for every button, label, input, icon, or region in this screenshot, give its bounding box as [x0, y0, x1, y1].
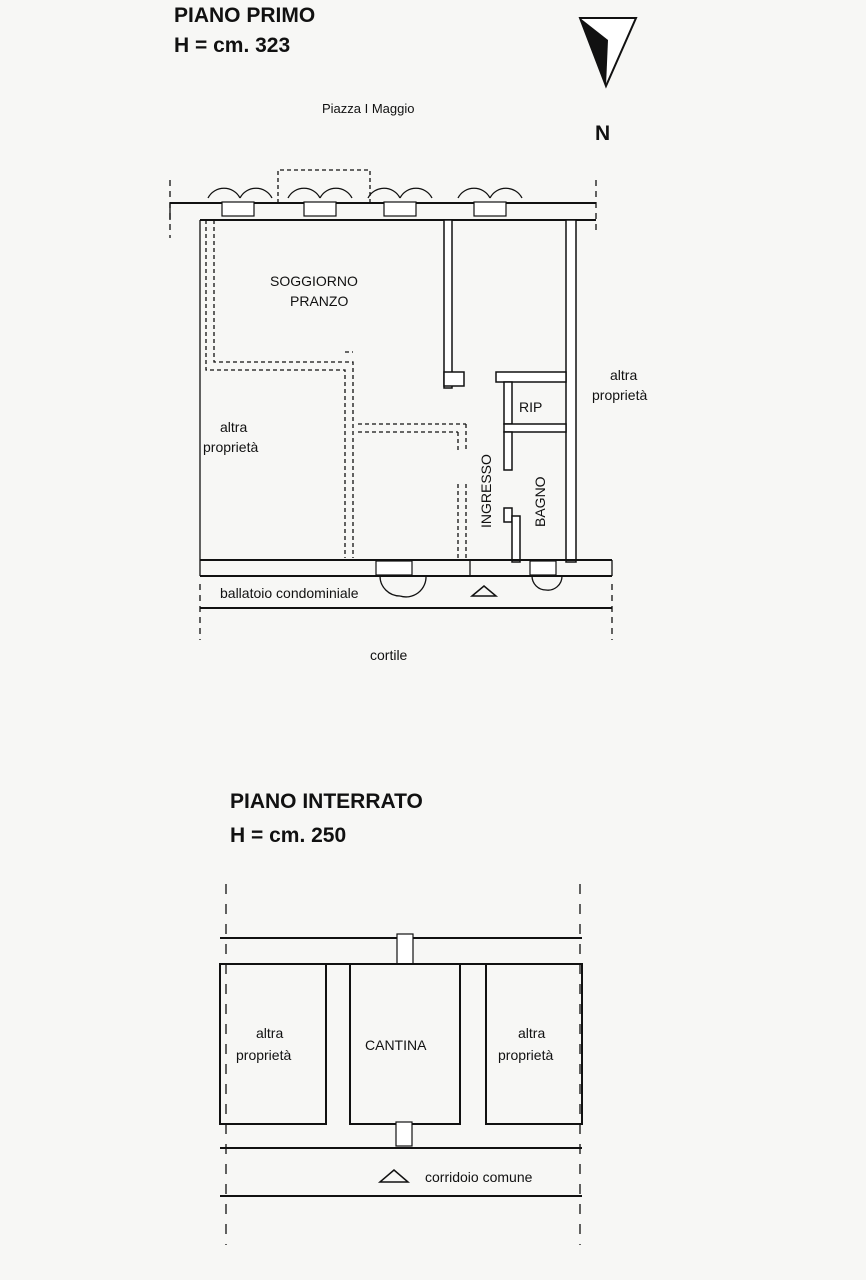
entrance-triangle-icon: [469, 585, 499, 597]
first-floor-plan: PIANO PRIMO H = cm. 323 N Piazza I Maggi…: [169, 4, 647, 663]
central-room: [358, 423, 467, 560]
basement-top-wall: [220, 933, 582, 965]
other-property-right-line2: proprietà: [592, 387, 647, 403]
east-block-walls: [443, 219, 577, 576]
basement-other-right-line2: proprietà: [498, 1047, 553, 1063]
first-floor-title: PIANO PRIMO: [174, 4, 315, 27]
balcony-label: ballatoio condominiale: [220, 585, 359, 601]
basement-other-left-line1: altra: [256, 1025, 283, 1041]
living-room-label-line2: PRANZO: [290, 293, 348, 309]
corridor-label: corridoio comune: [425, 1169, 533, 1185]
basement-other-right-line1: altra: [518, 1025, 545, 1041]
living-room-outline: [205, 220, 354, 558]
street-label: Piazza I Maggio: [322, 101, 415, 116]
cellar-door: [395, 1121, 413, 1147]
other-property-right-room: [485, 963, 583, 1125]
other-property-right-line1: altra: [610, 367, 637, 383]
bottom-wall: [199, 559, 613, 577]
corridor-triangle-icon: [377, 1169, 411, 1183]
basement-title: PIANO INTERRATO: [230, 790, 423, 813]
basement-height: H = cm. 250: [230, 824, 346, 847]
entrance-label: INGRESSO: [478, 454, 494, 528]
north-label: N: [595, 122, 610, 145]
other-property-left-line2: proprietà: [203, 439, 258, 455]
first-floor-height: H = cm. 323: [174, 34, 290, 57]
window-2: [287, 187, 353, 217]
window-4: [457, 187, 523, 217]
door-living: [375, 560, 427, 598]
basement-other-left-line2: proprietà: [236, 1047, 291, 1063]
north-arrow-icon: [578, 17, 638, 89]
window-1: [207, 187, 273, 217]
storage-label: RIP: [519, 399, 542, 415]
cellar-label: CANTINA: [365, 1037, 427, 1053]
basement-plan: PIANO INTERRATO H = cm. 250 altra propri…: [219, 790, 583, 1245]
door-entrance: [529, 560, 563, 591]
living-room-label-line1: SOGGIORNO: [270, 273, 358, 289]
window-3: [367, 187, 433, 217]
bathroom-label: BAGNO: [532, 476, 548, 527]
other-property-left-line1: altra: [220, 419, 247, 435]
courtyard-label: cortile: [370, 647, 408, 663]
other-property-left-room: [219, 963, 327, 1125]
